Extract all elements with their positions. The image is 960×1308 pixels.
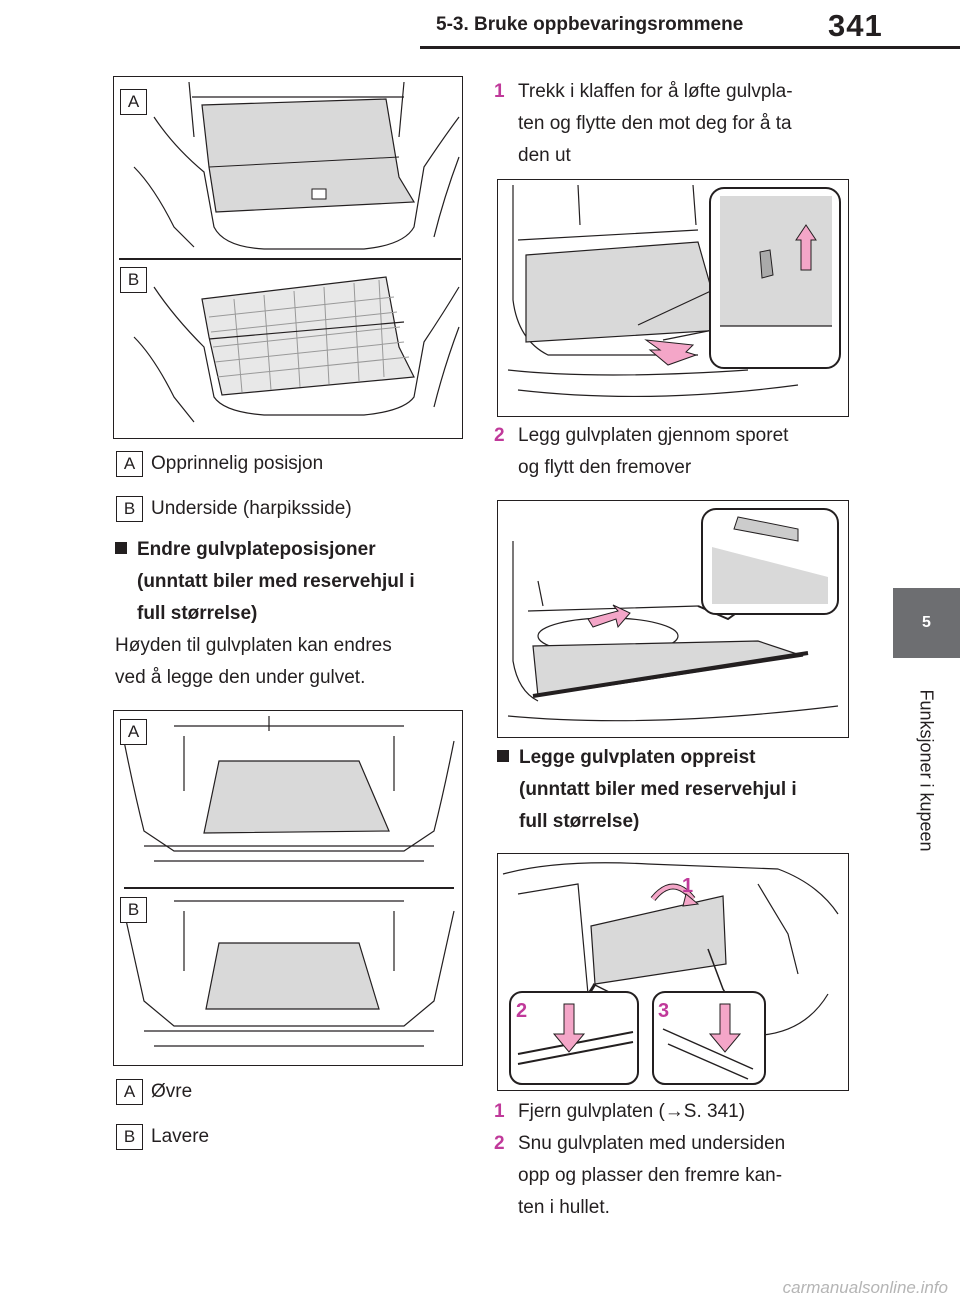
- figure-upright-board-drawing: 1 2 3: [502, 862, 839, 1085]
- figure-slide-board: [497, 500, 849, 738]
- chapter-tab-text: Funksjoner i kupeen: [917, 688, 938, 852]
- heading-bullet: [115, 542, 127, 554]
- page-number: 341: [828, 8, 883, 43]
- heading-line: Endre gulvplateposisjoner: [137, 539, 376, 560]
- legend-badge-a: A: [116, 451, 143, 477]
- figure5-callout-3: 3: [658, 1000, 669, 1022]
- body-line: ved å legge den under gulvet.: [115, 667, 366, 688]
- section-heading-floor-positions: Endre gulvplateposisjoner (unntatt biler…: [115, 534, 475, 630]
- figure-floor-sides: A B: [113, 76, 463, 439]
- step-line: opp og plasser den fremre kan-: [518, 1165, 783, 1186]
- step-line: Fjern gulvplaten (→S. 341): [518, 1101, 746, 1122]
- legend2-badge-b: B: [116, 1124, 143, 1150]
- step-a1: 1 Trekk i klaffen for å løfte gulvpla- t…: [494, 76, 854, 172]
- figure5-callout-1: 1: [682, 875, 693, 897]
- legend-item-b: B Underside (harpiksside): [116, 496, 352, 522]
- section-heading-upright: Legge gulvplaten oppreist (unntatt biler…: [497, 742, 857, 838]
- legend-item-a: A Opprinnelig posisjon: [116, 451, 323, 477]
- heading-line: Legge gulvplaten oppreist: [519, 747, 756, 768]
- legend-text-a: Opprinnelig posisjon: [151, 453, 324, 475]
- step-number: 1: [494, 81, 505, 102]
- figure1-badge-a: A: [120, 89, 147, 115]
- step-line: Legg gulvplaten gjennom sporet: [518, 425, 789, 446]
- section-body: Høyden til gulvplaten kan endres ved å l…: [115, 630, 475, 694]
- figure-lift-flap-drawing: [507, 184, 841, 398]
- figure-floor-heights: A B: [113, 710, 463, 1066]
- heading-line: full størrelse): [137, 603, 258, 624]
- step-line: Snu gulvplaten med undersiden: [518, 1133, 786, 1154]
- figure-upright-board: 1 2 3: [497, 853, 849, 1091]
- legend2-item-b: B Lavere: [116, 1124, 209, 1150]
- heading-line: (unntatt biler med reservehjul i: [137, 571, 415, 592]
- heading-line: (unntatt biler med reservehjul i: [519, 779, 797, 800]
- legend2-badge-a: A: [116, 1079, 143, 1105]
- step-b1: 1 Fjern gulvplaten (→S. 341): [494, 1096, 854, 1128]
- heading-bullet: [497, 750, 509, 762]
- body-line: Høyden til gulvplaten kan endres: [115, 635, 392, 656]
- legend2-item-a: A Øvre: [116, 1079, 192, 1105]
- figure-lift-flap: [497, 179, 849, 417]
- heading-line: full størrelse): [519, 811, 640, 832]
- header-rule: [420, 46, 960, 49]
- figure1-badge-b: B: [120, 267, 147, 293]
- step-number: 2: [494, 425, 505, 446]
- legend-text-b: Underside (harpiksside): [151, 498, 352, 520]
- figure5-callout-2: 2: [516, 1000, 527, 1022]
- step-b2: 2 Snu gulvplaten med undersiden opp og p…: [494, 1128, 854, 1224]
- legend2-text-b: Lavere: [151, 1126, 210, 1148]
- step-line: ten i hullet.: [518, 1197, 610, 1218]
- step-number: 1: [494, 1101, 505, 1122]
- figure-slide-board-drawing: [507, 508, 839, 722]
- figure2-badge-a: A: [120, 719, 147, 745]
- figure-floor-heights-drawing: [123, 716, 455, 1047]
- legend-badge-b: B: [116, 496, 143, 522]
- step-a2: 2 Legg gulvplaten gjennom sporet og flyt…: [494, 420, 854, 484]
- step-line: ten og flytte den mot deg for å ta: [518, 113, 792, 134]
- watermark: carmanualsonline.info: [782, 1278, 948, 1297]
- step-line: Trekk i klaffen for å løfte gulvpla-: [518, 81, 793, 102]
- figure-floor-sides-drawing: [119, 81, 461, 423]
- step-line: den ut: [518, 145, 571, 166]
- legend2-text-a: Øvre: [151, 1081, 193, 1103]
- step-line: og flytt den fremover: [518, 457, 692, 478]
- chapter-tab-number: 5: [893, 588, 960, 658]
- step-number: 2: [494, 1133, 505, 1154]
- chapter-tab-label: Funksjoner i kupeen: [893, 660, 960, 880]
- section-title: 5-3. Bruke oppbevaringsrommene: [436, 14, 744, 35]
- figure2-badge-b: B: [120, 897, 147, 923]
